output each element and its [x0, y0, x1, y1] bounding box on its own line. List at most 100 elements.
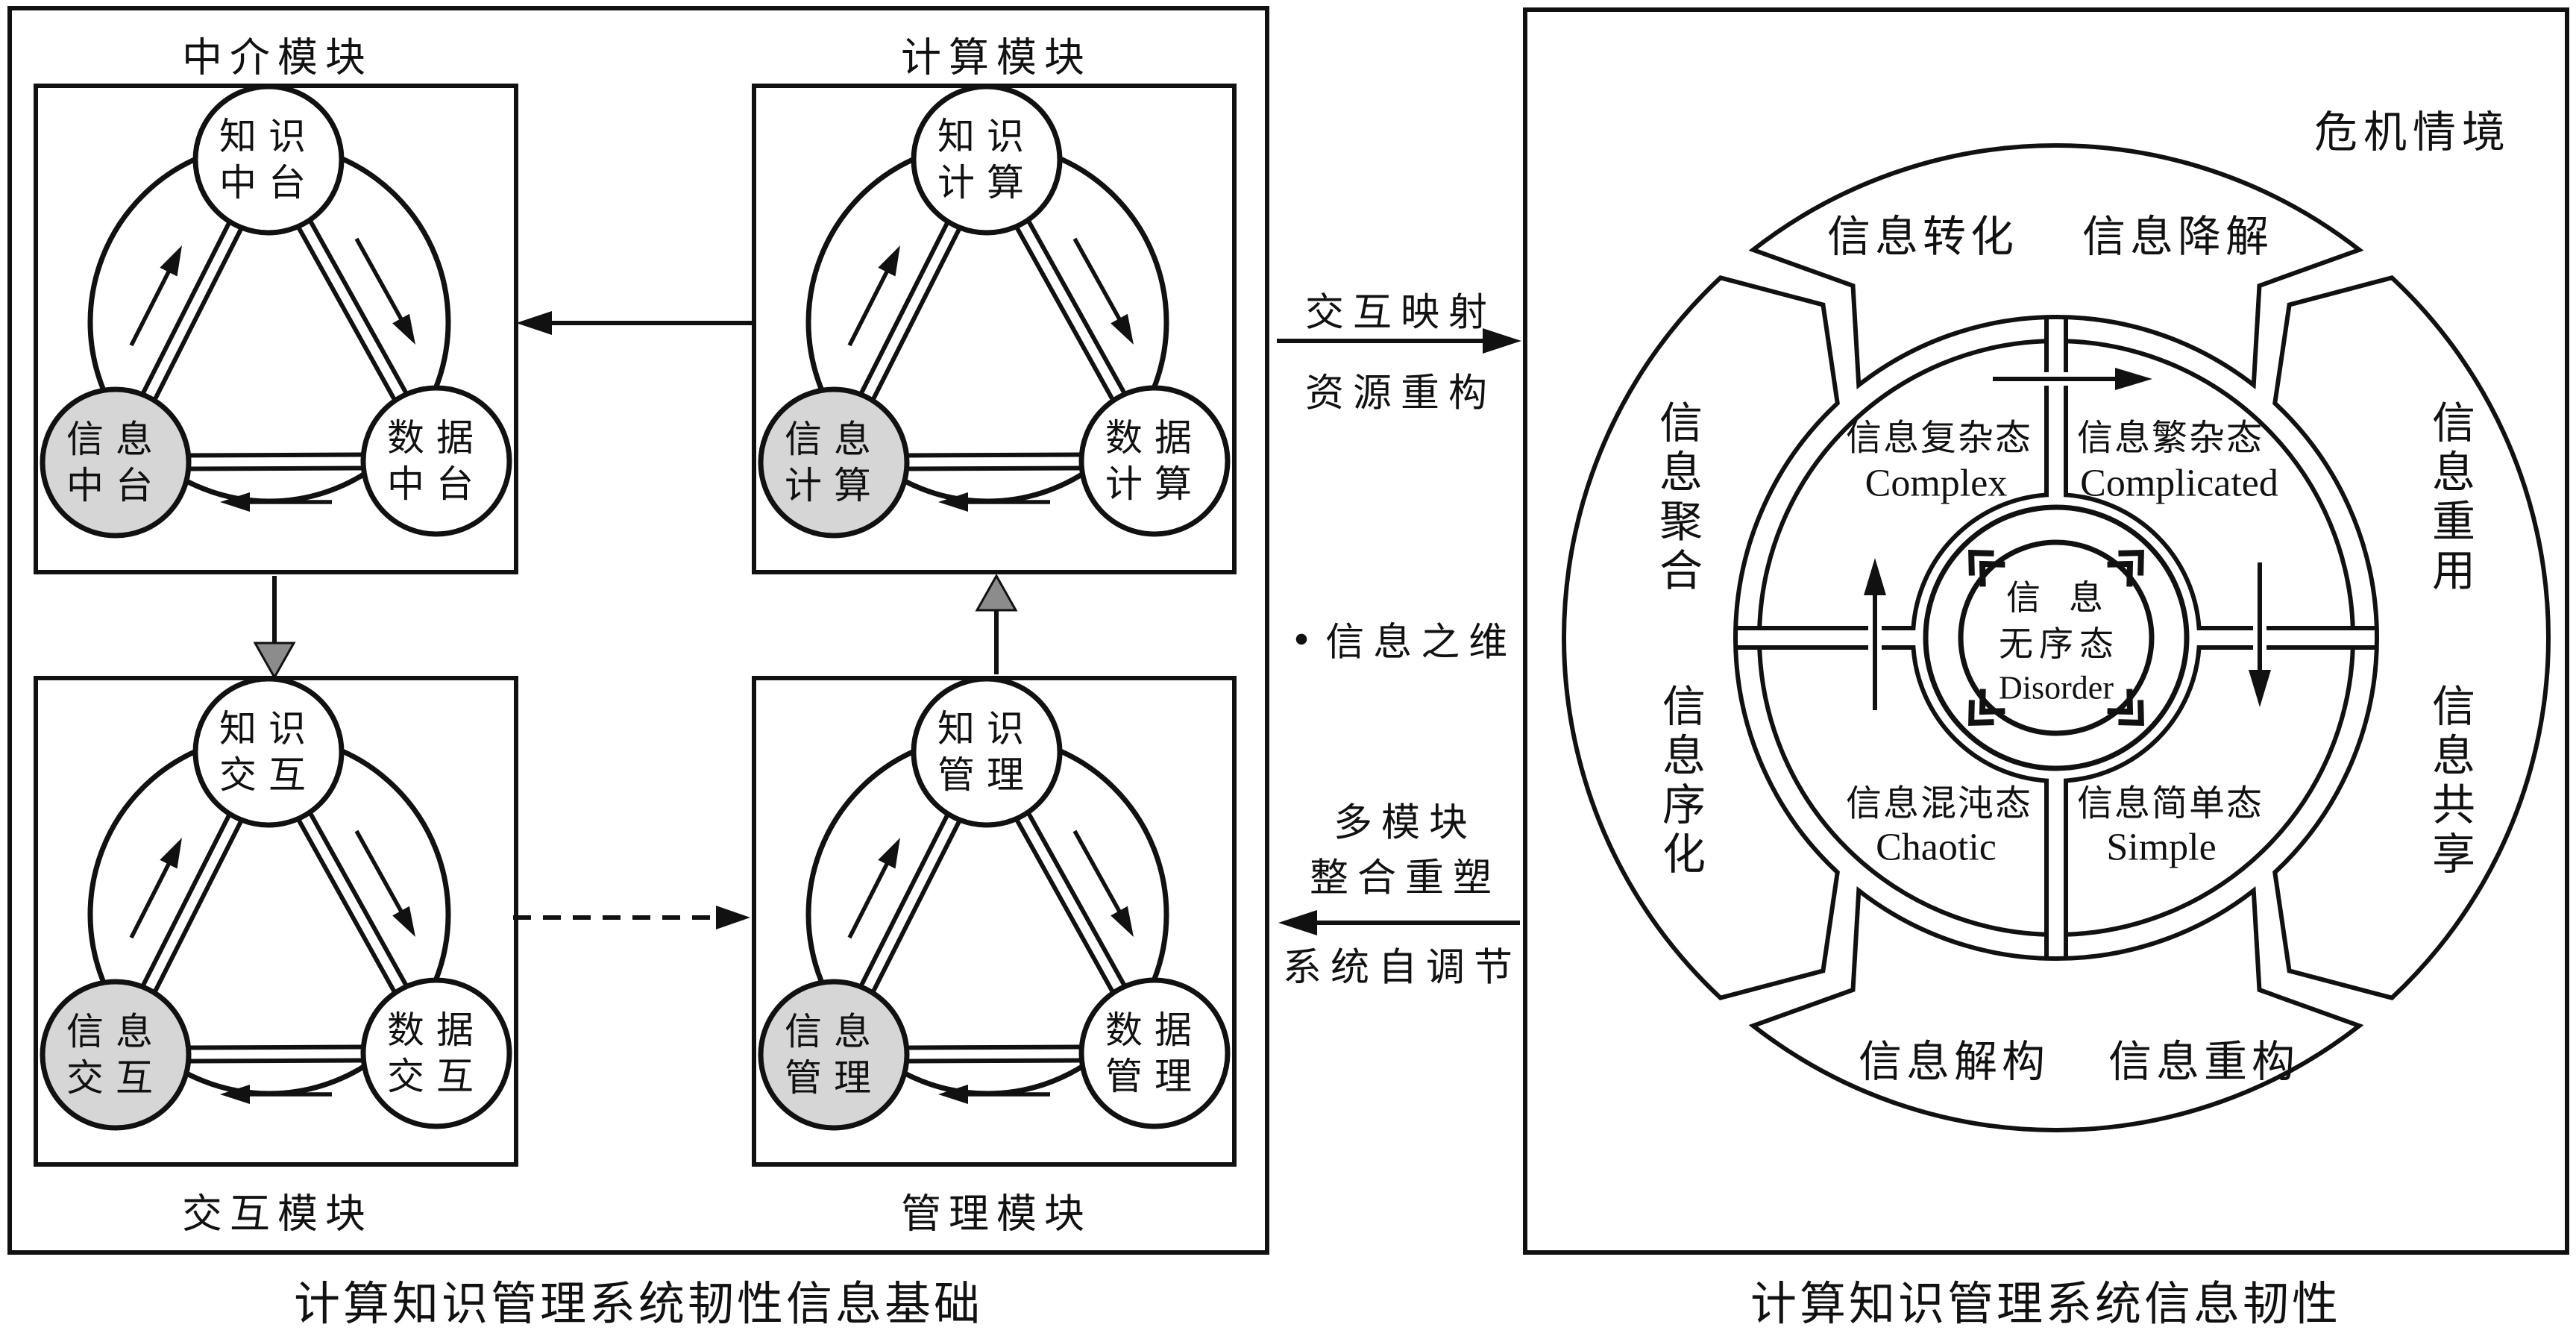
node-data-platform: 数据 中台	[387, 415, 486, 507]
node-circle-right	[360, 385, 512, 537]
module-interaction-triangle-diagram	[40, 676, 512, 1131]
cycle-arrow-down-shaft	[354, 237, 404, 322]
cycle-arrow-left-head-icon	[220, 492, 250, 512]
quadrant-simple	[2064, 645, 2355, 937]
node-circle-top	[911, 84, 1063, 236]
rotation-chevron-icon	[1968, 550, 2005, 587]
node-label-line: 知识	[219, 708, 318, 750]
connector-interaction-to-management-head-icon	[716, 906, 750, 929]
module-computing-title: 计算模块	[901, 35, 1092, 81]
right-panel	[1523, 7, 2569, 1255]
ring-label-information-sharing: 信息共享	[2425, 683, 2474, 880]
connector-management-to-computing-head-icon	[975, 573, 1018, 612]
cycle-arrow-left-head-icon	[938, 1085, 968, 1104]
quadrant-chaotic	[1757, 645, 2049, 937]
quadrant-complicated-zh: 信息繁杂态	[2076, 418, 2264, 458]
node-knowledge-computing: 知识 计算	[937, 113, 1036, 206]
cycle-arrow-up-head-icon	[160, 838, 182, 869]
cycle-arrow-up-head-icon	[878, 245, 900, 277]
ring-label-information-aggregation: 信息聚合	[1653, 400, 1701, 597]
quadrant-complex-en: Complex	[1865, 462, 2008, 505]
rotation-chevron-icon	[2107, 550, 2144, 587]
module-interaction-title: 交互模块	[182, 1191, 373, 1237]
node-circle-right	[1078, 977, 1231, 1129]
node-label-line: 信息	[66, 418, 165, 460]
label-integration-reshaping: 整合重塑	[1309, 857, 1501, 900]
quadrant-complex-zh: 信息复杂态	[1845, 418, 2033, 458]
node-label-line: 知识	[937, 708, 1036, 750]
node-label-line: 交互	[66, 1057, 165, 1099]
quadrant-simple-en: Simple	[2106, 826, 2217, 869]
cycle-arrow-down-head-icon	[1110, 906, 1134, 937]
node-label-line: 中台	[387, 463, 486, 505]
node-circle-left	[758, 386, 910, 539]
module-computing: 知识 计算 信息 计算 数据 计算	[752, 84, 1237, 574]
rotation-chevron-icon	[2107, 689, 2144, 726]
node-label-line: 数据	[1105, 1009, 1204, 1051]
node-label-line: 数据	[387, 417, 486, 459]
cycle-arrow-up-head-icon	[160, 245, 182, 277]
node-label-line: 管理	[937, 754, 1036, 796]
node-label-line: 管理	[785, 1057, 883, 1099]
node-circle-left	[758, 979, 910, 1131]
cycle-arrow-down-shaft	[1072, 237, 1122, 322]
node-information-computing: 信息 计算	[785, 416, 883, 509]
node-label-line: 计算	[1105, 463, 1204, 505]
module-management: 知识 管理 信息 管理 数据 管理	[752, 676, 1237, 1167]
connector-mediation-to-interaction-head-icon	[253, 642, 296, 680]
quadrant-complicated-en: Complicated	[2080, 462, 2278, 505]
quadrant-simple-zh: 信息简单态	[2076, 784, 2264, 824]
module-interaction: 知识 交互 信息 交互 数据 交互	[34, 676, 518, 1167]
quadrant-complicated	[2064, 339, 2355, 630]
center-disorder-en: Disorder	[1999, 669, 2114, 706]
quadrant-complex	[1757, 339, 2049, 630]
node-circle-top	[911, 676, 1063, 828]
node-label-line: 中台	[66, 465, 165, 507]
module-computing-triangle-diagram	[758, 84, 1231, 539]
cycle-arrow-up-shaft	[847, 860, 890, 939]
ring-label-information-reconstruction: 信息重构	[2108, 1038, 2300, 1086]
node-label-line: 计算	[937, 162, 1036, 204]
disorder-circle	[1958, 539, 2155, 736]
quadrant-chaotic-zh: 信息混沌态	[1845, 784, 2033, 824]
node-circle-left	[40, 386, 192, 539]
cycle-arrow-up-shaft	[129, 268, 172, 347]
label-crisis-situation: 危机情境	[2313, 108, 2512, 157]
node-data-management: 数据 管理	[1105, 1007, 1204, 1100]
cycle-arrow-left-head-icon	[220, 1085, 250, 1104]
label-information-dimension: ● 信息之维	[1294, 611, 1517, 667]
arrow-right-to-left-panel-head-icon	[1278, 910, 1317, 935]
arrow-chaotic-to-complex-head-icon	[1864, 558, 1886, 595]
node-circle-right	[1078, 385, 1231, 537]
cycle-arrow-down-head-icon	[1110, 313, 1134, 345]
node-label-line: 知识	[937, 116, 1036, 157]
cycle-arrow-down-shaft	[1072, 830, 1122, 915]
ring-label-information-degradation: 信息降解	[2082, 213, 2274, 261]
node-label-line: 信息	[66, 1011, 165, 1053]
arrow-complicated-to-simple-head-icon	[2249, 670, 2271, 707]
node-knowledge-interaction: 知识 交互	[219, 706, 318, 798]
node-data-interaction: 数据 交互	[387, 1007, 486, 1100]
cycle-arrow-down-head-icon	[392, 906, 415, 937]
left-panel	[7, 6, 1269, 1255]
connector-computing-to-mediation-head-icon	[516, 311, 552, 335]
caption-right: 计算知识管理系统信息韧性	[1750, 1279, 2342, 1330]
node-label-line: 知识	[219, 116, 318, 157]
quadrant-chaotic-en: Chaotic	[1876, 826, 1997, 869]
node-knowledge-platform: 知识 中台	[219, 113, 318, 206]
ring-segment-right	[2272, 275, 2551, 1001]
node-label-line: 交互	[219, 754, 318, 796]
module-mediation-triangle-diagram	[40, 84, 512, 539]
rotation-chevron-icon	[1968, 689, 2005, 726]
bullet-icon: ●	[1293, 624, 1319, 652]
node-circle-left	[40, 979, 192, 1131]
node-label-line: 管理	[1105, 1056, 1204, 1097]
node-information-platform: 信息 中台	[66, 416, 165, 509]
arrow-left-to-right-panel-head-icon	[1483, 328, 1521, 354]
node-label-line: 数据	[1105, 417, 1204, 459]
node-label-line: 数据	[387, 1009, 486, 1051]
node-knowledge-management: 知识 管理	[937, 706, 1036, 798]
label-resource-reconstruction: 资源重构	[1304, 372, 1497, 416]
